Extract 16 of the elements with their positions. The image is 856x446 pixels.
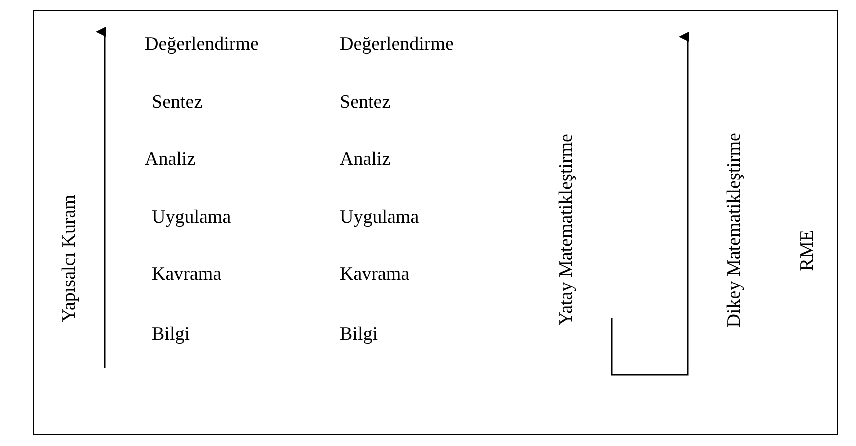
level-label: Değerlendirme <box>340 34 454 56</box>
axis-label: Yatay Matematikleştirme <box>556 134 578 326</box>
level-label: Kavrama <box>152 264 222 286</box>
level-label: Bilgi <box>152 324 190 346</box>
level-label: Analiz <box>340 149 391 171</box>
axis-label: RME <box>797 230 819 271</box>
axis-label: Dikey Matematikleştirme <box>724 132 746 328</box>
level-label: Kavrama <box>340 264 410 286</box>
level-label: Bilgi <box>340 324 378 346</box>
level-label: Uygulama <box>340 207 420 229</box>
level-label: Sentez <box>340 92 391 114</box>
level-label: Sentez <box>152 92 203 114</box>
axis-label: Yapısalcı Kuram <box>59 194 81 322</box>
level-label: Uygulama <box>152 207 232 229</box>
level-label: Analiz <box>145 149 196 171</box>
level-label: Değerlendirme <box>145 34 259 56</box>
